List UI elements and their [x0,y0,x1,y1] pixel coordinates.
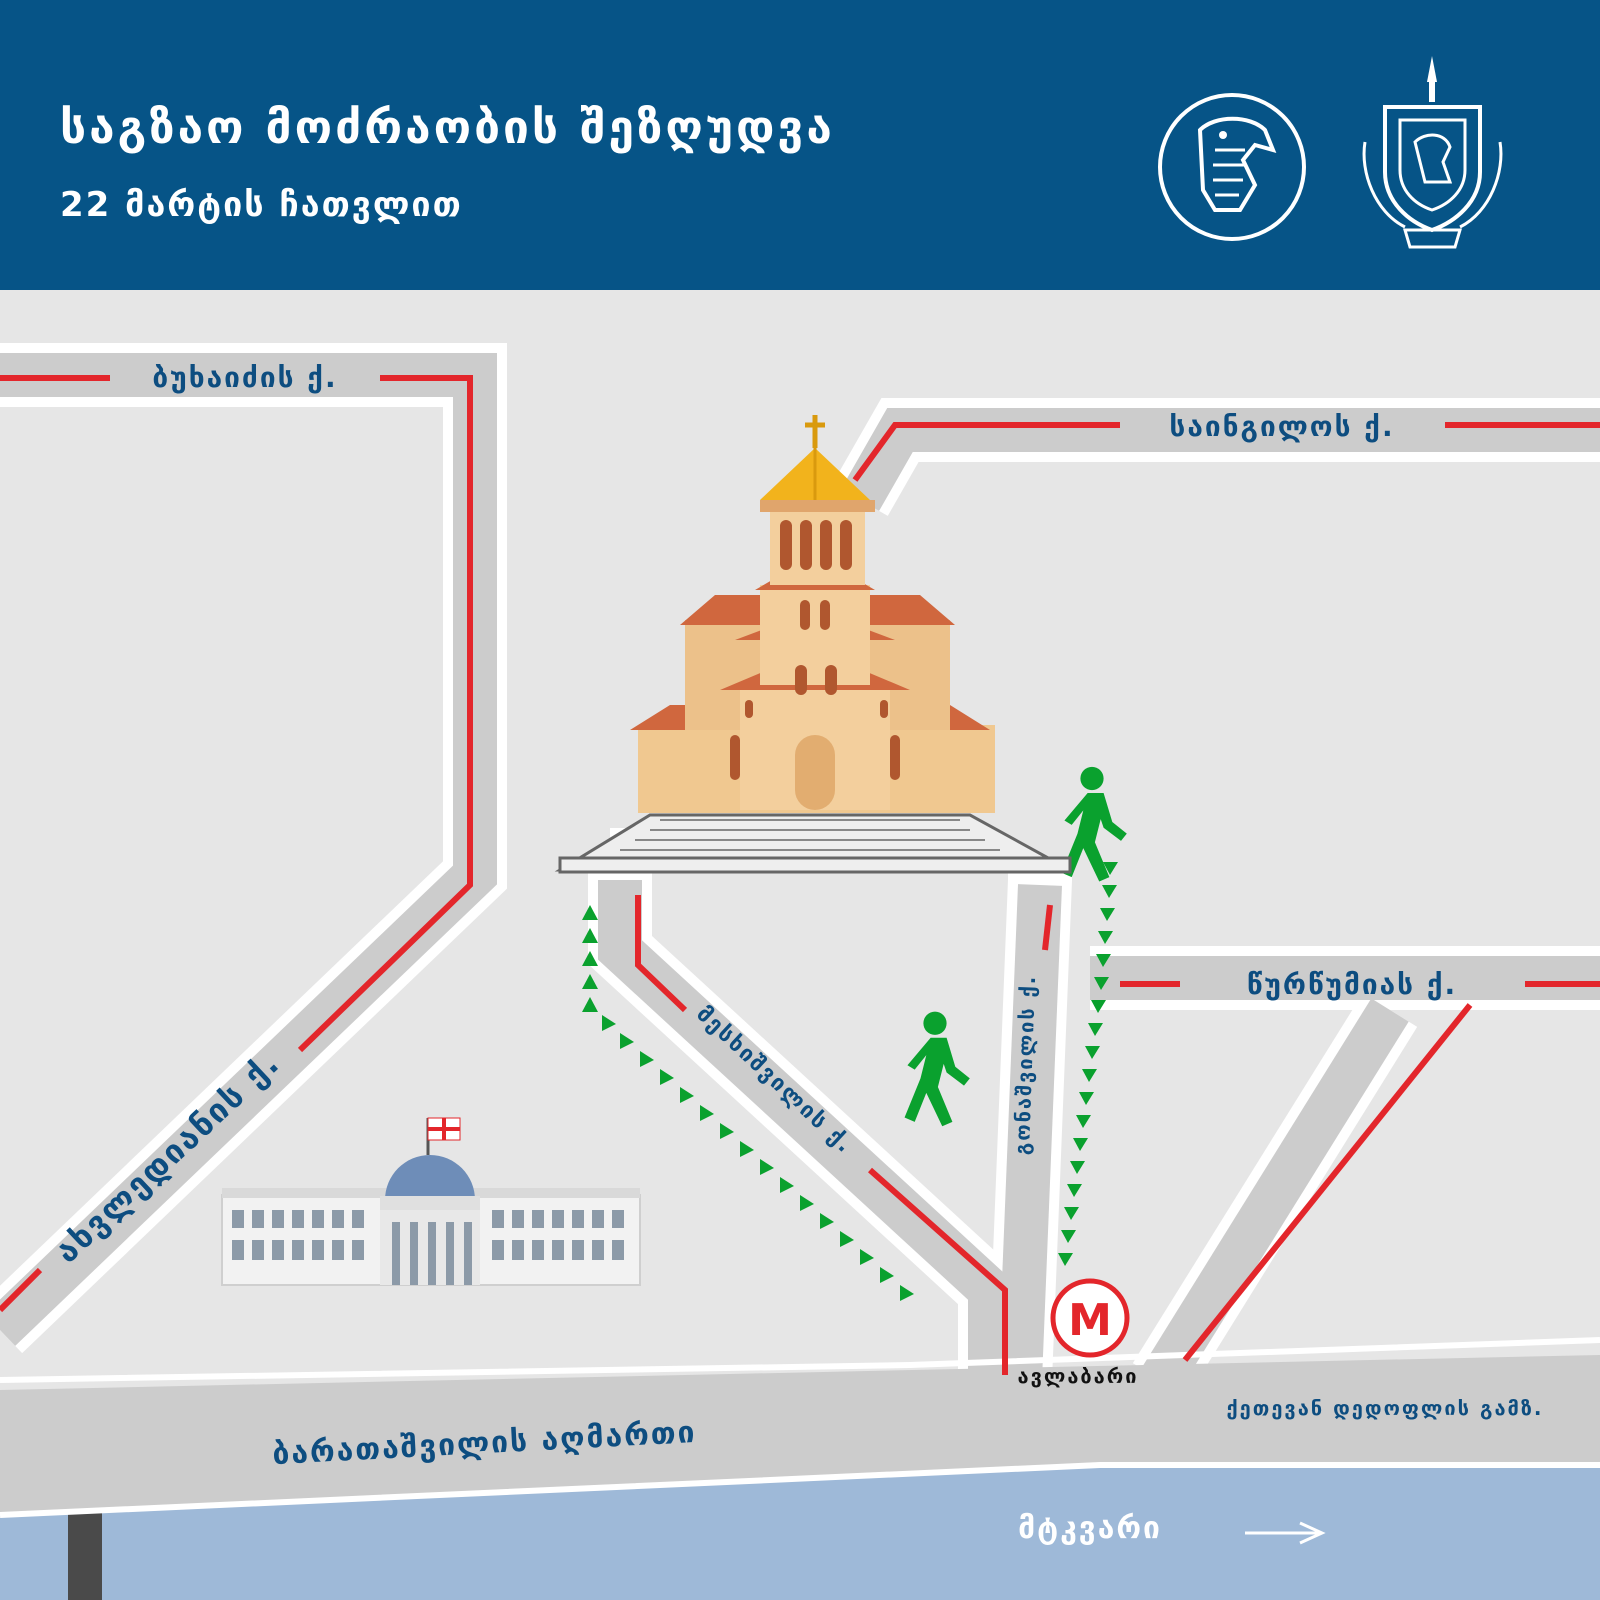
cathedral-icon [554,415,1072,874]
metro-letter: M [1068,1295,1112,1346]
closure-saingilo [852,422,1120,482]
closure-bukhaidze-east [297,375,473,1053]
header-banner: საგზაო მოძრაობის შეზღუდვა 22 მარტის ჩათვ… [0,0,1600,290]
street-label-tsurtsumia: წურწუმიას ქ. [1247,968,1457,1001]
street-label-ketevan: ქეთევან დედოფლის გამზ. [1226,1396,1543,1420]
traffic-map: ბუხაიძის ქ. საინგილოს ქ. წურწუმიას ქ. ახ… [0,290,1600,1600]
page-subtitle: 22 მარტის ჩათვლით [60,185,463,225]
baratashvili-ascent-road [0,1355,1600,1515]
police-coat-of-arms-icon [1362,56,1503,249]
closure-meskhishvili-south [868,1167,1008,1375]
river-label: მტკვარი [1018,1511,1162,1546]
closure-connector [1182,1003,1473,1362]
pillar [68,1510,102,1600]
avenue-edge [0,1337,1600,1383]
closure-akhvlediani [0,1267,43,1313]
eagle-emblem-icon [1158,93,1306,241]
pedestrian-route-west [582,905,914,1301]
presidential-palace-icon [221,1117,641,1286]
river-flow-arrow-icon [1245,1521,1326,1545]
pedestrian-route-east [1058,862,1118,1266]
closure-gonashvili [1042,904,1053,951]
street-label-saingilo: საინგილოს ქ. [1169,410,1394,443]
river-edge [0,1462,1600,1518]
street-label-bukhaidze: ბუხაიძის ქ. [152,361,337,394]
closure-meskhishvili-north [635,895,688,1013]
page-title: საგზაო მოძრაობის შეზღუდვა [60,100,835,154]
metro-station-icon: M [1050,1278,1130,1358]
metro-station-label: ავლაბარი [1018,1364,1139,1388]
